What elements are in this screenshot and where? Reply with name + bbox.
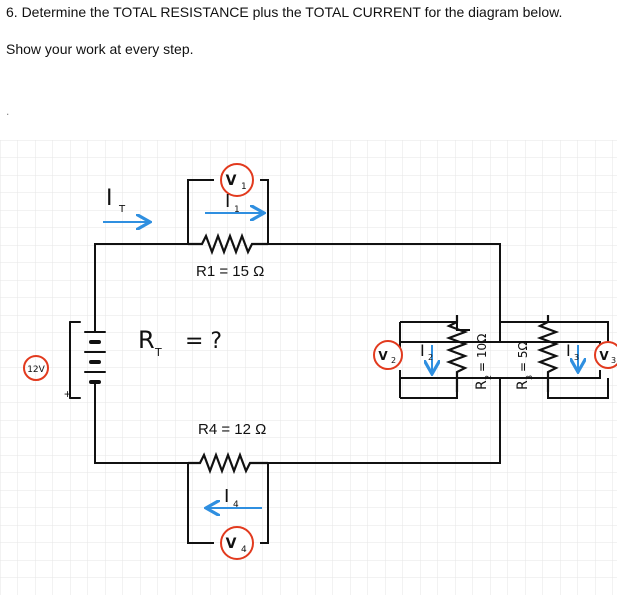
i4-label: I [224,486,229,507]
i2-label: I [420,341,425,360]
r1-resistor [188,232,268,256]
svg-text:2: 2 [391,356,396,365]
svg-text:+: + [64,387,71,401]
v3-meter: V 3 [594,341,617,369]
current-arrows [103,213,578,508]
r2-sub: 2 [484,375,493,380]
r2-value: = 10Ω [475,334,489,372]
svg-text:V: V [599,349,609,363]
svg-text:1: 1 [241,182,247,192]
r4-resistor [188,451,268,475]
rt-value: = ? [185,329,222,354]
svg-text:V: V [378,349,388,363]
i3-sub: 3 [574,353,579,362]
question-title: 6. Determine the TOTAL RESISTANCE plus t… [6,4,563,20]
battery-voltage-badge: 12V [23,355,49,381]
r1-label: R1 = 15 Ω [196,263,264,280]
r3-label: R [515,380,531,390]
r2-label: R [474,380,490,390]
it-sub: T [118,204,126,215]
i3-label: I [566,341,571,360]
i1-sub: 1 [234,205,240,215]
svg-text:V: V [226,173,237,189]
r3-sub: 3 [525,375,534,380]
r2-resistor [445,315,469,392]
r4-label: R4 = 12 Ω [198,421,266,438]
question-instruction: Show your work at every step. [6,41,194,57]
battery: + [64,321,106,401]
rt-sub: T [154,346,162,359]
i1-label: I [225,191,230,212]
v1-meter: V 1 [220,163,254,197]
svg-text:3: 3 [611,356,616,365]
rt-label: R [138,326,155,354]
svg-text:V: V [226,536,237,552]
v2-meter: V 2 [373,340,403,370]
v4-meter: V 4 [220,526,254,560]
i2-sub: 2 [428,353,433,362]
battery-voltage-label: 12V [27,365,45,375]
question-marker: . [6,104,10,118]
r3-resistor [536,315,560,392]
svg-text:4: 4 [241,545,247,555]
r3-value: = 5Ω [516,341,530,372]
i4-sub: 4 [233,500,239,510]
it-label: I [106,186,113,211]
grid-background [0,140,617,595]
